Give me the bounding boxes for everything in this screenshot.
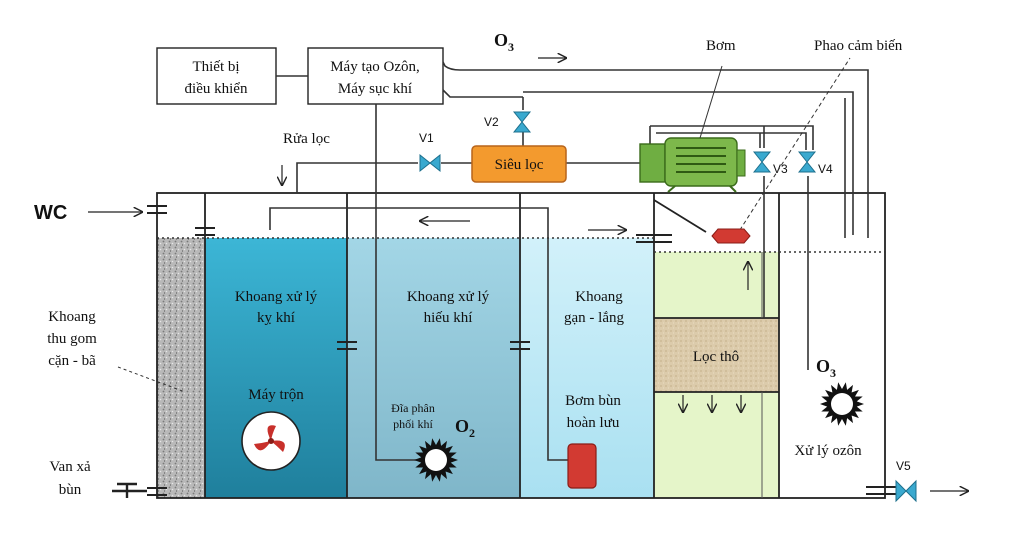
drain-valve-icon[interactable] — [112, 482, 147, 498]
anaerobic-label-1: Khoang xử lý — [235, 289, 318, 305]
pump-label: Bơm — [706, 38, 736, 54]
return-sludge-pump — [567, 443, 597, 489]
coarse-filter-label: Lọc thô — [693, 349, 739, 365]
anaerobic-label-2: kỵ khí — [257, 310, 295, 326]
valve-v3[interactable] — [752, 151, 772, 173]
drain-valve-label-1: Van xả — [49, 459, 91, 475]
aerobic-label-1: Khoang xử lý — [407, 289, 490, 305]
ozone-generator-box — [307, 47, 444, 105]
valve-v4[interactable] — [797, 151, 817, 173]
settling-label-1: Khoang — [575, 289, 623, 305]
mixer-icon — [241, 411, 301, 471]
valve-v5[interactable] — [895, 479, 917, 503]
aerobic-label-2: hiếu khí — [424, 310, 473, 326]
ultrafilter-label: Siêu lọc — [495, 157, 544, 173]
v5-label: V5 — [896, 459, 911, 473]
collector-label-3: cặn - bã — [48, 353, 96, 369]
valve-v2[interactable] — [512, 111, 532, 133]
o3-label-top: O3 — [494, 30, 514, 54]
settling-label-2: gạn - lắng — [564, 310, 624, 326]
collector-label-2: thu gom — [47, 331, 97, 347]
v1-label: V1 — [419, 131, 434, 145]
ozone-treatment-label: Xử lý ozôn — [794, 443, 862, 459]
controller-label-2: điều khiển — [185, 81, 248, 97]
v4-label: V4 — [818, 162, 833, 176]
return-pump-label-2: hoàn lưu — [567, 415, 620, 431]
controller-label-1: Thiết bị — [192, 59, 239, 75]
inclined-baffle — [653, 199, 707, 233]
pump-unit — [639, 137, 746, 193]
v3-label: V3 — [773, 162, 788, 176]
wc-label: WC — [34, 202, 67, 224]
mixer-label: Máy trộn — [248, 387, 304, 403]
disc-label-1: Đĩa phân — [391, 401, 435, 415]
ozone-generator-label-2: Máy sục khí — [338, 81, 412, 97]
return-pump-label-1: Bơm bùn — [565, 393, 621, 409]
collector-label-1: Khoang — [48, 309, 96, 325]
coarse-filter-media — [654, 318, 779, 392]
collector-chamber — [157, 238, 205, 498]
v2-label: V2 — [484, 115, 499, 129]
ozone-generator-label-1: Máy tạo Ozôn, — [330, 59, 420, 75]
controller-box — [156, 47, 277, 105]
ozone-diffuser-disc-icon — [820, 382, 864, 426]
disc-label-2: phối khí — [393, 417, 433, 431]
float-sensor-label: Phao cảm biến — [814, 38, 903, 54]
drain-valve-label-2: bùn — [59, 482, 82, 498]
tank-outline — [156, 192, 886, 499]
o3-tank-label: O3 — [816, 356, 836, 380]
o2-label: O2 — [455, 416, 475, 440]
ultrafilter-unit — [471, 145, 567, 183]
valve-v1[interactable] — [419, 153, 441, 173]
float-sensor — [711, 228, 751, 244]
wash-filter-label: Rửa lọc — [283, 131, 330, 147]
air-diffuser-disc-icon — [414, 438, 458, 482]
